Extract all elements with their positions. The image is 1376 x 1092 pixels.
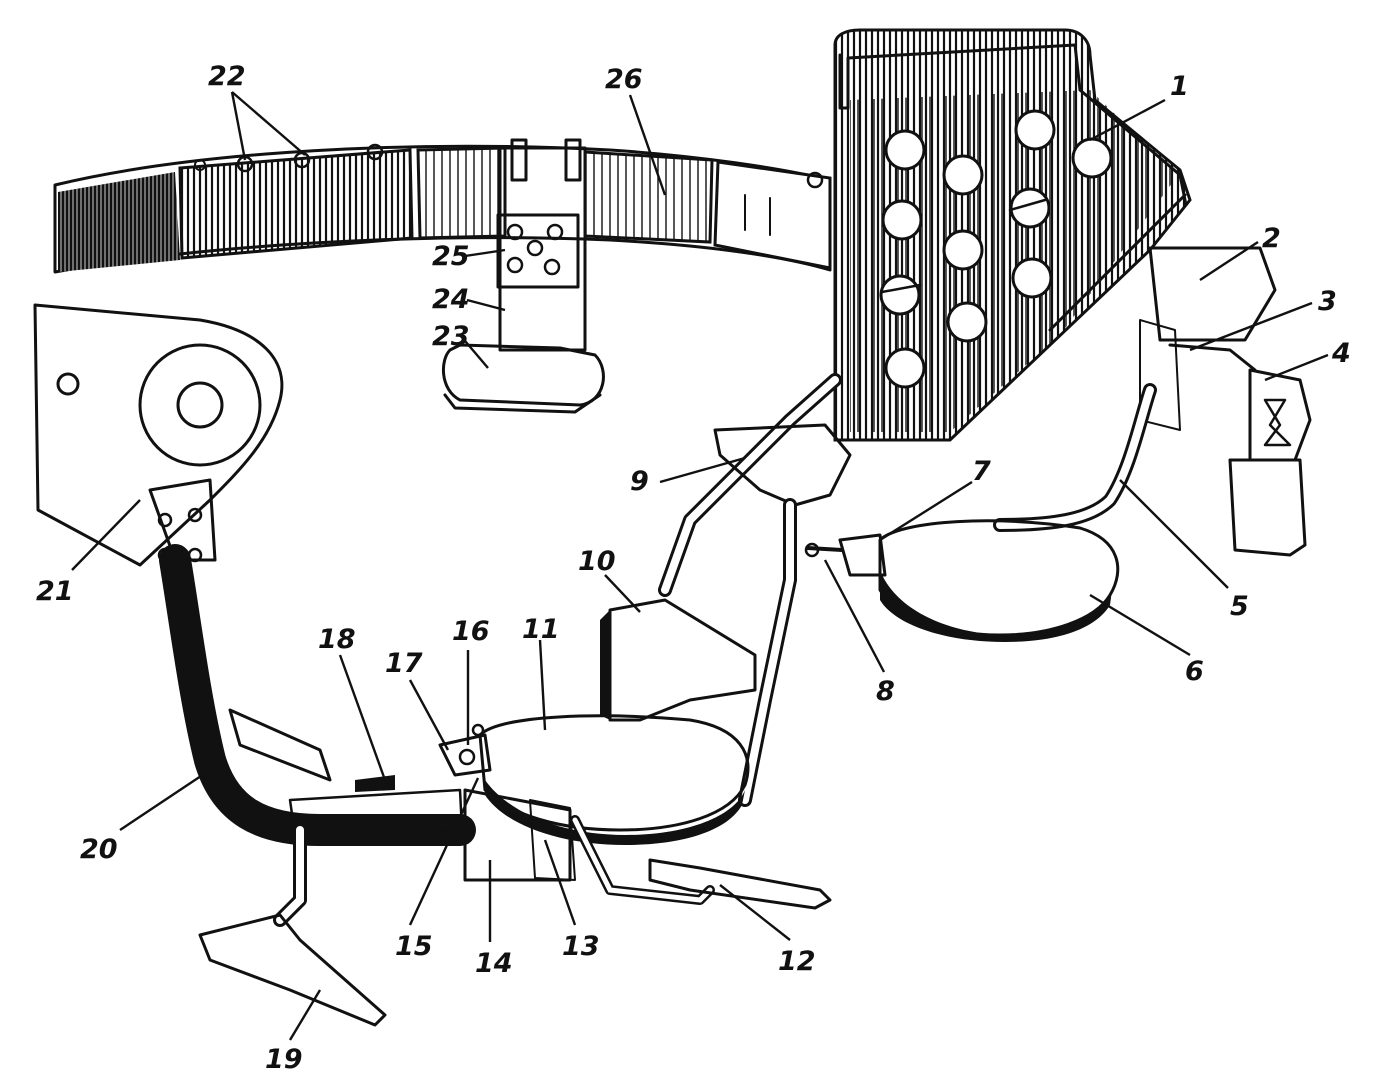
seat-post	[438, 723, 576, 882]
label-4: 4	[1331, 338, 1351, 369]
rear-frame-tube	[658, 373, 852, 807]
label-13: 13	[562, 931, 600, 962]
label-26: 26	[605, 64, 643, 95]
label-6: 6	[1185, 656, 1204, 687]
upper-footrest	[441, 138, 605, 414]
label-21: 21	[36, 576, 74, 607]
left-panel	[33, 303, 284, 567]
label-11: 11	[522, 614, 560, 645]
right-bracket	[1139, 246, 1312, 557]
label-1: 1	[1170, 71, 1189, 102]
label-7: 7	[972, 456, 991, 487]
label-23: 23	[432, 321, 470, 352]
label-8: 8	[876, 676, 895, 707]
label-14: 14	[475, 948, 513, 979]
hull-ring	[53, 143, 832, 274]
backrest-holes	[879, 109, 1113, 389]
label-18: 18	[318, 624, 356, 655]
label-15: 15	[395, 931, 433, 962]
lower-backrest	[600, 598, 757, 722]
lower-seat	[478, 714, 750, 845]
label-10: 10	[578, 546, 616, 577]
label-20: 20	[80, 834, 118, 865]
right-arm	[993, 383, 1157, 532]
label-25: 25	[432, 241, 470, 272]
label-3: 3	[1318, 286, 1337, 317]
label-17: 17	[385, 648, 423, 679]
label-2: 2	[1262, 223, 1281, 254]
label-12: 12	[778, 946, 816, 977]
label-22: 22	[208, 61, 246, 92]
backrest-panel	[833, 28, 1192, 442]
label-5: 5	[1230, 591, 1249, 622]
label-24: 24	[432, 284, 470, 315]
part-labels: 1 2 3 4 5 6 7 8 9 10 11 12 13 14 15 16 1…	[36, 61, 1351, 1075]
pedal-left	[198, 823, 387, 1027]
right-seat	[804, 519, 1120, 642]
label-19: 19	[265, 1044, 303, 1075]
label-16: 16	[452, 616, 490, 647]
leader-lines	[71, 91, 1329, 1041]
label-9: 9	[630, 466, 649, 497]
pedal-right	[570, 815, 832, 910]
